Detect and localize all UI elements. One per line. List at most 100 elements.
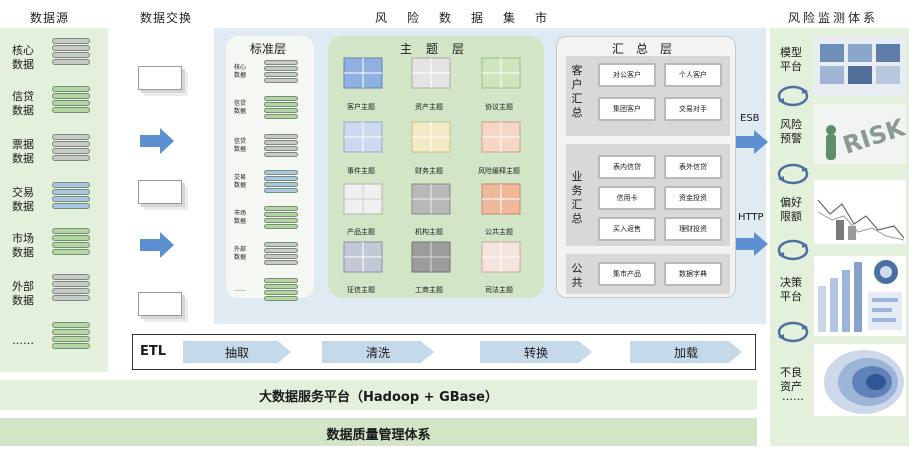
standard-item-label: 交易数据: [234, 174, 247, 189]
summary-item: 交易对手: [664, 97, 722, 121]
cube-icon: [411, 121, 451, 153]
database-icon: [264, 60, 298, 83]
cube-icon: [343, 241, 383, 273]
theme-label: 客户主题: [347, 103, 375, 111]
arrow-right-icon: [736, 232, 768, 256]
arrow-right-icon: [140, 128, 174, 154]
cube-icon: [411, 183, 451, 215]
database-icon: [52, 274, 90, 301]
cube-icon: [411, 241, 451, 273]
data-quality-bar: [0, 418, 757, 446]
document-stack-icon: [138, 180, 182, 204]
cube-icon: [343, 183, 383, 215]
summary-section-title: 业务汇总: [571, 170, 583, 225]
summary-item: 表内信贷: [598, 155, 656, 179]
risk-system-header: 风险监测体系: [788, 11, 879, 25]
database-icon: [264, 206, 298, 229]
database-icon: [52, 38, 90, 65]
source-credit: 信贷数据: [12, 90, 34, 117]
cube-icon: [411, 57, 451, 89]
database-icon: [52, 182, 90, 209]
bigdata-platform-label: 大数据服务平台（Hadoop + GBase）: [259, 390, 498, 405]
http-label: HTTP: [738, 212, 764, 223]
summary-section-title: 公共: [571, 262, 583, 289]
database-icon: [264, 170, 298, 193]
cube-icon: [481, 241, 521, 273]
database-icon: [52, 322, 90, 349]
database-icon: [264, 134, 298, 157]
summary-item: 个人客户: [664, 63, 722, 87]
theme-label: 风险缓释主题: [478, 167, 520, 175]
standard-item-label: 外部数据: [234, 246, 247, 261]
theme-cubes: [343, 57, 521, 273]
risk-item-npa: 不良资产: [780, 366, 802, 393]
document-stack-icon: [138, 66, 182, 90]
model-platform-image: [814, 36, 906, 96]
etl-step-extract: 抽取: [183, 341, 291, 363]
theme-label: 财务主题: [415, 167, 443, 175]
preference-limit-image: [814, 180, 906, 244]
esb-label: ESB: [740, 113, 760, 124]
arrow-right-icon: [140, 232, 174, 258]
theme-label: 事件主题: [347, 167, 375, 175]
cycle-icon: [777, 321, 809, 343]
etl-step-transform: 转换: [480, 341, 592, 363]
database-icon: [264, 96, 298, 119]
etl-step-load: 加载: [630, 341, 742, 363]
standard-layer-title: 标准层: [250, 42, 287, 56]
summary-item: 信用卡: [598, 186, 656, 210]
risk-item-warning: 风险预警: [780, 118, 802, 145]
cycle-icon: [777, 163, 809, 185]
source-market: 市场数据: [12, 232, 34, 259]
summary-item: 对公客户: [598, 63, 656, 87]
source-core: 核心数据: [12, 44, 34, 71]
cube-icon: [481, 57, 521, 89]
decision-platform-image: [814, 256, 906, 336]
etl-step-clean: 清洗: [322, 341, 434, 363]
standard-item-label: ……: [234, 286, 246, 293]
theme-label: 资产主题: [415, 103, 443, 111]
theme-label: 公共主题: [485, 228, 513, 236]
source-bill: 票据数据: [12, 138, 34, 165]
exchange-header: 数据交换: [140, 11, 193, 25]
cube-icon: [343, 57, 383, 89]
theme-label: 机构主题: [415, 228, 443, 236]
summary-item: 资金投资: [664, 186, 722, 210]
summary-item: 集团客户: [598, 97, 656, 121]
summary-item: 买入返售: [598, 217, 656, 241]
cycle-icon: [777, 239, 809, 261]
document-stack-icon: [138, 292, 182, 316]
risk-item-model: 模型平台: [780, 46, 802, 73]
risk-warning-image: RISK: [814, 104, 906, 164]
summary-section-title: 客户汇总: [571, 64, 583, 119]
cube-icon: [343, 121, 383, 153]
standard-item-label: 核心数据: [234, 64, 247, 79]
cube-icon: [481, 121, 521, 153]
database-icon: [264, 242, 298, 265]
theme-label: 征信主题: [347, 286, 375, 294]
standard-item-label: 市场数据: [234, 210, 247, 225]
cube-icon: [481, 183, 521, 215]
mart-header: 风险数据集市: [375, 11, 568, 25]
bigdata-platform-bar: [0, 380, 757, 410]
sources-header: 数据源: [30, 11, 70, 25]
risk-item-more: ……: [782, 390, 804, 403]
database-icon: [264, 278, 298, 301]
theme-label: 协议主题: [485, 103, 513, 111]
theme-label: 司法主题: [485, 286, 513, 294]
source-external: 外部数据: [12, 280, 34, 307]
summary-item: 表外信贷: [664, 155, 722, 179]
source-trade: 交易数据: [12, 186, 34, 213]
risk-item-limit: 偏好限额: [780, 196, 802, 223]
database-icon: [52, 228, 90, 255]
cycle-icon: [777, 85, 809, 107]
etl-label: ETL: [140, 344, 167, 359]
summary-item: 数据字典: [664, 262, 722, 286]
theme-label: 工商主题: [415, 286, 443, 294]
theme-layer-title: 主题层: [400, 42, 479, 56]
database-icon: [52, 134, 90, 161]
standard-item-label: 信贷数据: [234, 100, 247, 115]
summary-layer-title: 汇总层: [612, 42, 685, 56]
summary-item: 理财投资: [664, 217, 722, 241]
arrow-right-icon: [736, 130, 768, 154]
